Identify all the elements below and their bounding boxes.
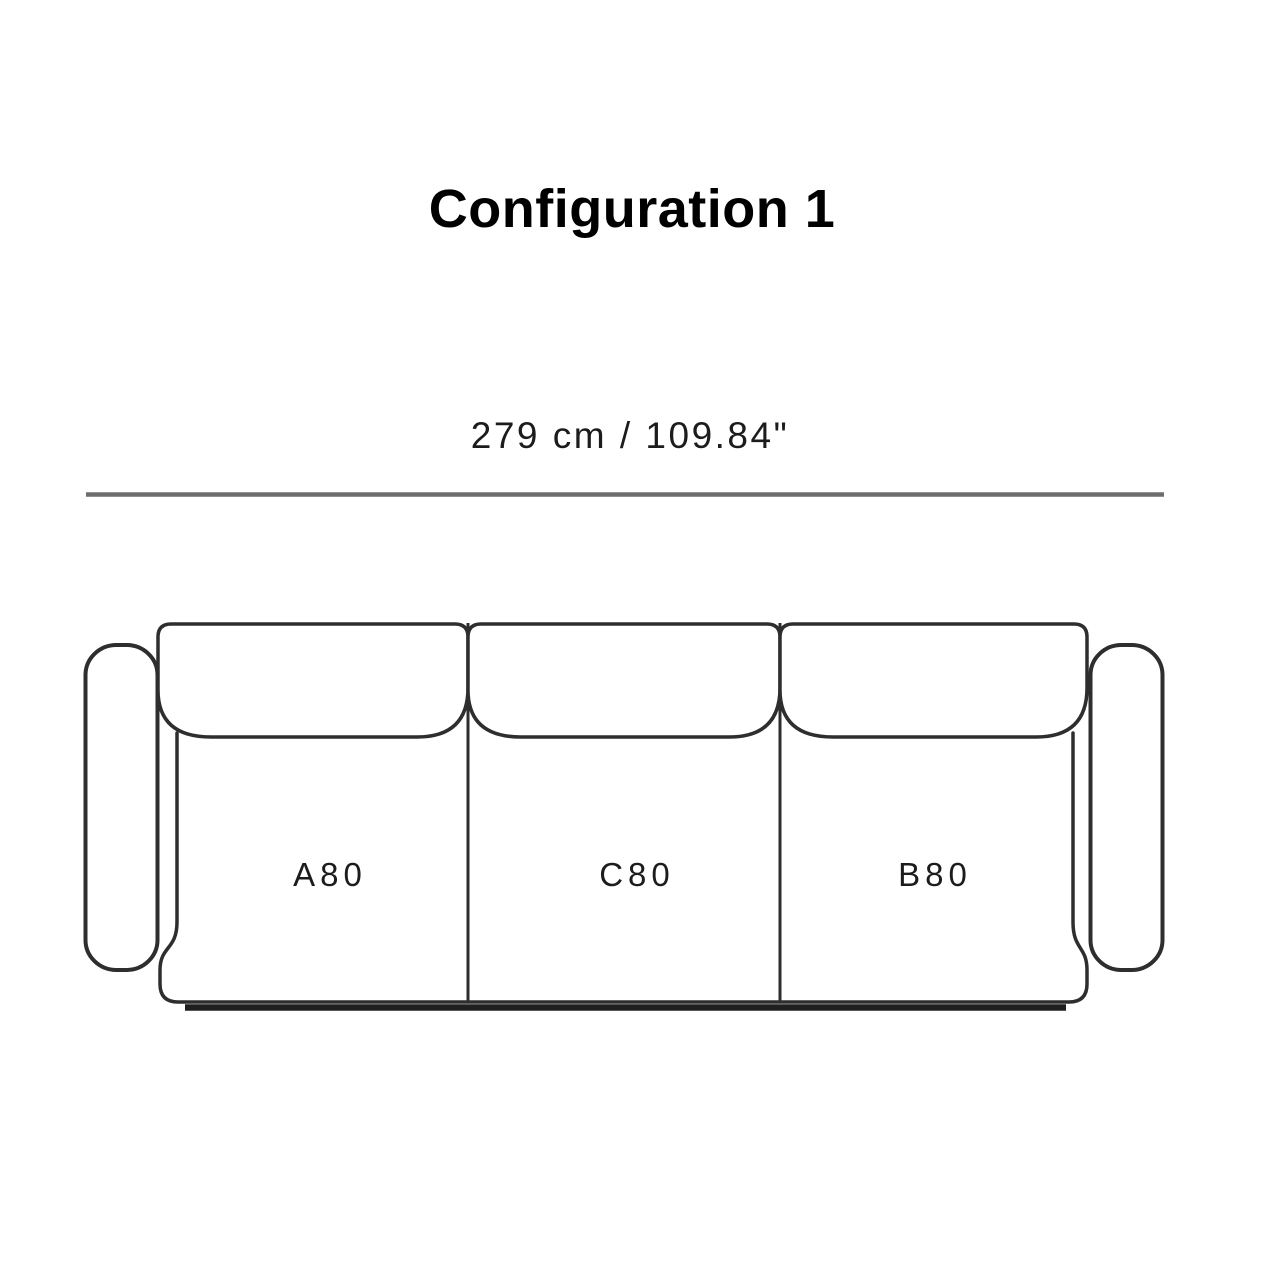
back-cushion-center [466, 622, 782, 739]
sofa-body-group [158, 731, 1089, 1004]
armrest-left [83, 643, 160, 972]
armrests-group [83, 643, 1165, 972]
armrest-right [1088, 643, 1165, 972]
module-dividers-group [466, 623, 782, 1001]
back-cushions-group [156, 622, 1089, 739]
back-cushion-left [156, 622, 470, 739]
module-label-a80: A80 [293, 856, 367, 893]
sofa-base-outline [158, 731, 1089, 1004]
module-label-c80: C80 [599, 856, 675, 893]
module-label-b80: B80 [898, 856, 972, 893]
back-cushion-right [778, 622, 1089, 739]
page-title: Configuration 1 [428, 179, 836, 239]
dimension-label: 279 cm / 109.84" [470, 415, 790, 456]
